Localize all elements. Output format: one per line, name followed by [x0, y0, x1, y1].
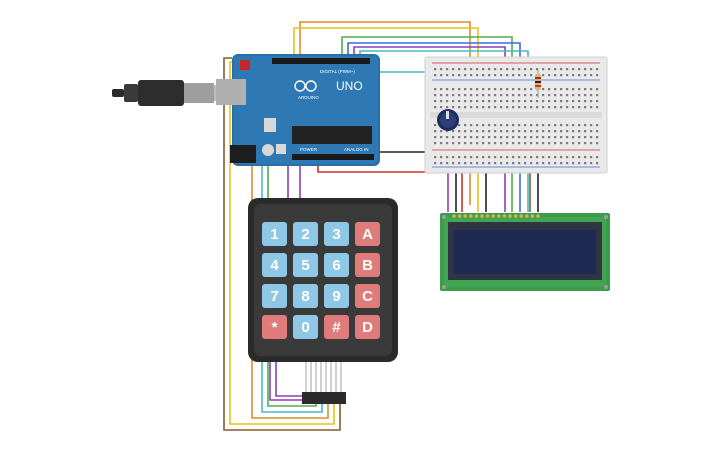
key-label: *: [272, 319, 278, 336]
key-label: B: [362, 257, 373, 274]
key-0[interactable]: 0: [293, 315, 318, 339]
breadboard-holes: [434, 68, 599, 165]
digital-pins-label: DIGITAL (PWM~): [320, 69, 355, 74]
digital-header: [272, 58, 370, 64]
analog-pins-label: ANALOG IN: [344, 147, 369, 152]
lcd-pin-header: [452, 214, 540, 218]
key-label: 7: [270, 288, 278, 305]
crystal: [264, 118, 276, 132]
board-model-label: UNO: [336, 79, 363, 93]
power-jack: [230, 145, 256, 163]
key-label: 5: [301, 257, 309, 274]
key-label: 6: [332, 257, 340, 274]
resistor: [535, 70, 541, 98]
key-label: 9: [332, 288, 340, 305]
key-label: 2: [301, 226, 309, 243]
keypad-keys: 1 2 3 A 4 5 6 B 7 8 9 C * 0 # D: [262, 222, 380, 339]
potentiometer[interactable]: [437, 109, 459, 131]
usb-port: [216, 79, 246, 105]
key-3[interactable]: 3: [324, 222, 349, 246]
key-c[interactable]: C: [355, 284, 380, 308]
lcd-screen: [454, 230, 596, 274]
key-b[interactable]: B: [355, 253, 380, 277]
reset-button[interactable]: [240, 60, 250, 70]
usb-cable: [112, 80, 234, 106]
key-label: 8: [301, 288, 309, 305]
arduino-logo: [294, 80, 317, 92]
key-7[interactable]: 7: [262, 284, 287, 308]
key-hash[interactable]: #: [324, 315, 349, 339]
key-8[interactable]: 8: [293, 284, 318, 308]
key-d[interactable]: D: [355, 315, 380, 339]
key-6[interactable]: 6: [324, 253, 349, 277]
key-label: D: [362, 319, 373, 336]
key-label: 0: [301, 319, 309, 336]
keypad-connector: [302, 362, 346, 404]
arduino-uno-board[interactable]: UNO ARDUINO DIGITAL (PWM~) POWER ANALOG …: [216, 54, 380, 166]
key-1[interactable]: 1: [262, 222, 287, 246]
breadboard[interactable]: [424, 56, 608, 174]
key-9[interactable]: 9: [324, 284, 349, 308]
power-pins-label: POWER: [300, 147, 318, 152]
capacitor: [262, 144, 274, 156]
key-label: C: [362, 288, 373, 305]
atmega-chip: [292, 126, 372, 144]
lcd-16x2-display[interactable]: [440, 213, 610, 291]
key-5[interactable]: 5: [293, 253, 318, 277]
key-2[interactable]: 2: [293, 222, 318, 246]
key-label: 3: [332, 226, 340, 243]
key-4[interactable]: 4: [262, 253, 287, 277]
key-star[interactable]: *: [262, 315, 287, 339]
board-brand-label: ARDUINO: [298, 95, 319, 100]
key-a[interactable]: A: [355, 222, 380, 246]
keypad-4x4[interactable]: 1 2 3 A 4 5 6 B 7 8 9 C * 0 # D: [248, 198, 398, 362]
key-label: 4: [270, 257, 279, 274]
key-label: 1: [270, 226, 278, 243]
analog-header: [292, 154, 374, 160]
key-label: #: [332, 319, 341, 336]
key-label: A: [362, 226, 373, 243]
